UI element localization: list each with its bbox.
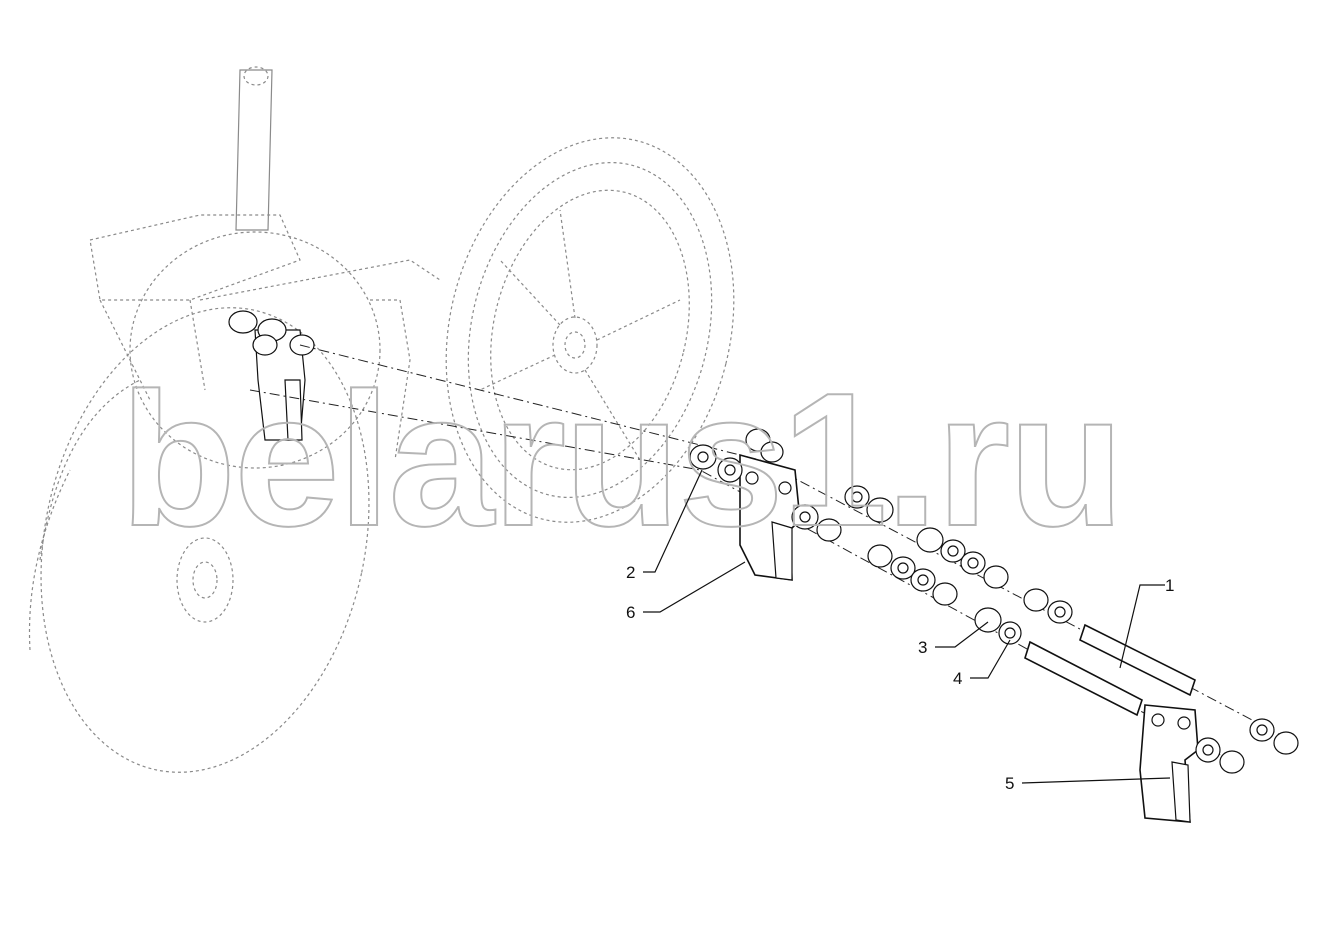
fastener-stack-lower	[867, 544, 1073, 645]
ghost-frame	[89, 66, 441, 469]
installed-scraper	[228, 310, 315, 441]
callout-2: 2	[626, 563, 635, 582]
stud-part-1	[1024, 623, 1196, 717]
callout-1: 1	[1165, 576, 1174, 595]
ghost-disc-assembly	[28, 307, 370, 773]
ghost-wheel	[445, 137, 735, 523]
watermark: belarus1.ru	[120, 354, 1122, 566]
fastener-stack-upper	[689, 428, 1009, 589]
callout-6: 6	[626, 603, 635, 622]
scraper-part-6	[739, 453, 801, 581]
callout-5: 5	[1005, 774, 1014, 793]
scraper-part-5	[1139, 704, 1199, 823]
callout-4: 4	[953, 669, 962, 688]
leader-lines	[643, 469, 1171, 784]
fastener-stack-right	[1195, 718, 1299, 774]
callout-3: 3	[918, 638, 927, 657]
